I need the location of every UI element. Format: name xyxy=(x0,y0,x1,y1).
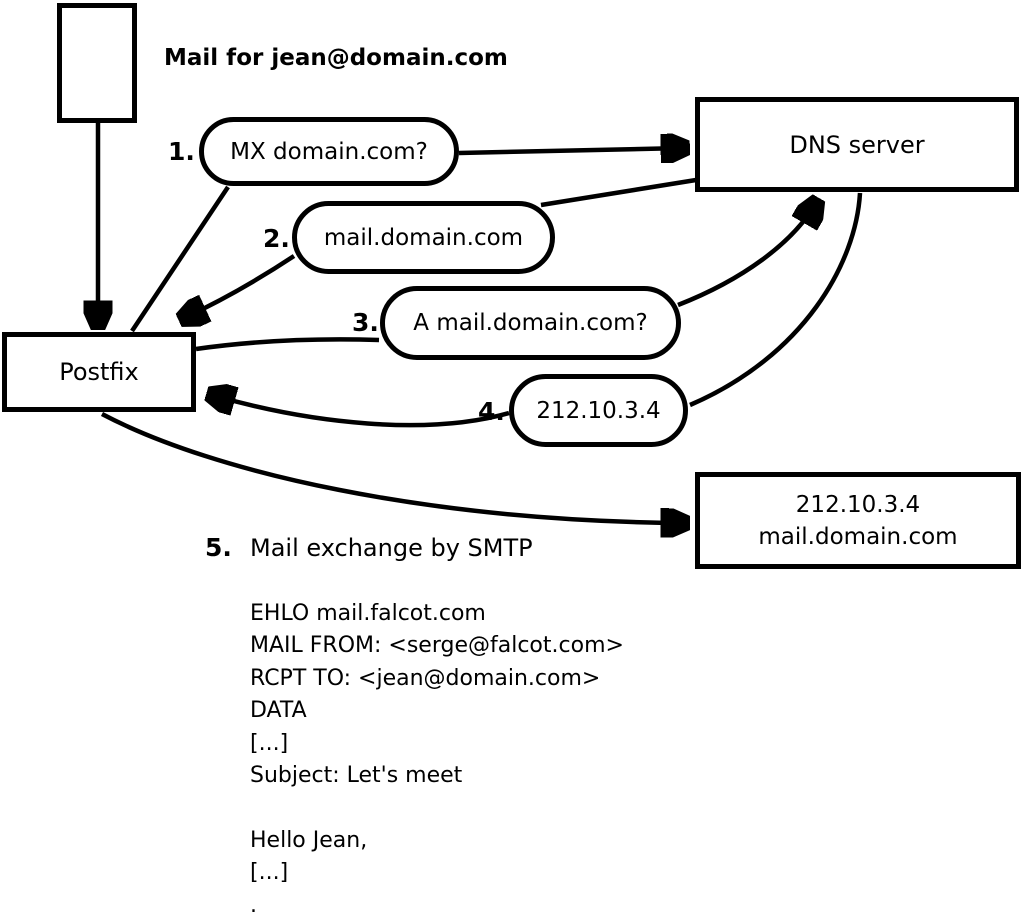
step2-answer-pill: mail.domain.com xyxy=(292,201,555,274)
step2-answer-label: mail.domain.com xyxy=(323,224,524,251)
mail-server-node: 212.10.3.4 mail.domain.com xyxy=(695,472,1021,569)
line-postfix-to-query3 xyxy=(195,337,380,352)
smtp-line-blank xyxy=(250,792,624,824)
line-dns-to-answer4 xyxy=(689,192,863,408)
line-postfix-to-query1 xyxy=(130,185,230,333)
smtp-line: MAIL FROM: <serge@falcot.com> xyxy=(250,633,624,659)
smtp-line: [...] xyxy=(250,860,289,886)
step1-query-pill: MX domain.com? xyxy=(199,117,459,186)
smtp-line: Subject: Let's meet xyxy=(250,762,463,788)
step1-number: 1. xyxy=(168,137,195,166)
smtp-session-block: EHLO mail.falcot.com MAIL FROM: <serge@f… xyxy=(250,598,624,919)
mail-server-hostname: mail.domain.com xyxy=(758,523,958,550)
postfix-node: Postfix xyxy=(2,332,196,412)
arrow-answer4-to-postfix xyxy=(212,395,510,428)
smtp-line-terminator: . xyxy=(250,892,257,918)
dns-server-label: DNS server xyxy=(789,130,925,159)
step3-number: 3. xyxy=(352,308,379,337)
smtp-line: DATA xyxy=(250,698,307,724)
step5-label: Mail exchange by SMTP xyxy=(250,534,533,562)
step2-number: 2. xyxy=(263,224,290,253)
postfix-label: Postfix xyxy=(59,358,139,386)
arrow-query3-to-dns xyxy=(677,203,816,308)
step1-query-label: MX domain.com? xyxy=(230,138,428,165)
step5-number: 5. xyxy=(205,533,232,562)
mail-server-ip: 212.10.3.4 xyxy=(795,491,921,518)
diagram-title: Mail for jean@domain.com xyxy=(164,45,508,71)
mail-message-node xyxy=(57,3,137,123)
line-dns-to-answer2 xyxy=(540,177,697,208)
smtp-line: RCPT TO: <jean@domain.com> xyxy=(250,665,601,691)
step4-answer-pill: 212.10.3.4 xyxy=(509,374,688,447)
smtp-line: EHLO mail.falcot.com xyxy=(250,601,486,626)
arrow-answer2-to-postfix xyxy=(184,254,296,318)
smtp-line: [...] xyxy=(250,730,289,756)
smtp-line: Hello Jean, xyxy=(250,827,368,853)
dns-server-node: DNS server xyxy=(695,97,1019,192)
arrow-query1-to-dns xyxy=(458,148,684,153)
step3-query-pill: A mail.domain.com? xyxy=(380,286,681,360)
step4-answer-label: 212.10.3.4 xyxy=(536,397,661,424)
step4-number: 4. xyxy=(478,397,505,426)
step3-query-label: A mail.domain.com? xyxy=(413,310,648,336)
arrow-postfix-to-mailserver xyxy=(100,412,684,523)
